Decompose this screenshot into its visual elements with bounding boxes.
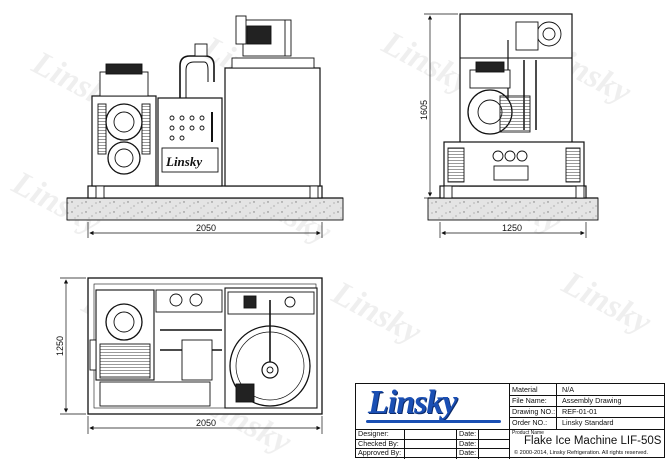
front-skid <box>87 185 323 199</box>
material-label: Material <box>512 385 538 394</box>
front-nameplate-panel <box>161 147 219 173</box>
order-no-value: Linsky Standard <box>562 418 614 427</box>
side-concrete-base <box>427 197 599 221</box>
top-depth-label: 1250 <box>55 336 65 356</box>
file-name-label: File Name: <box>512 396 547 405</box>
watermark-text: Linsky <box>555 264 657 342</box>
order-no-label: Order NO.: <box>512 418 548 427</box>
drawing-no-value: REF-01-01 <box>562 407 598 416</box>
front-evaporator-housing <box>224 67 321 187</box>
company-logo: Linsky <box>368 384 457 421</box>
watermark-text: Linsky <box>325 274 427 352</box>
checked-date-label: Date: <box>459 439 477 448</box>
top-width-label: 2050 <box>196 418 216 428</box>
approved-by-label: Approved By: <box>358 448 402 457</box>
top-view <box>87 277 323 415</box>
designer-label: Designer: <box>358 429 389 438</box>
title-block: Linsky Material N/A File Name: Assembly … <box>355 383 665 459</box>
front-view: Linsky <box>66 15 344 221</box>
checked-by-label: Checked By: <box>358 439 399 448</box>
side-width-label: 1250 <box>502 223 522 233</box>
drawing-no-label: Drawing NO.: <box>512 407 556 416</box>
top-width-dimension <box>87 416 323 434</box>
file-name-value: Assembly Drawing <box>562 396 622 405</box>
tb-divider <box>509 384 510 430</box>
product-name-label: Product Name <box>512 430 544 436</box>
side-height-label: 1605 <box>419 100 429 120</box>
side-motor-end <box>536 21 562 47</box>
logo-underline <box>366 420 501 423</box>
material-value: N/A <box>562 385 574 394</box>
side-view <box>427 13 599 221</box>
front-width-label: 2050 <box>196 223 216 233</box>
side-height-dimension <box>424 13 458 199</box>
side-width-dimension <box>439 222 587 238</box>
approved-date-label: Date: <box>459 448 477 457</box>
side-skid <box>439 185 587 199</box>
copyright-notice: © 2000-2014, Linsky Refrigeration. All r… <box>514 450 649 456</box>
tb-divider <box>556 384 557 430</box>
designer-date-label: Date: <box>459 429 477 438</box>
product-name: Flake Ice Machine LIF-50S <box>524 435 662 447</box>
top-depth-dimension <box>60 277 86 415</box>
front-concrete-base <box>66 197 344 221</box>
front-nameplate-logo: Linsky <box>165 154 202 169</box>
front-width-dimension <box>87 222 323 238</box>
